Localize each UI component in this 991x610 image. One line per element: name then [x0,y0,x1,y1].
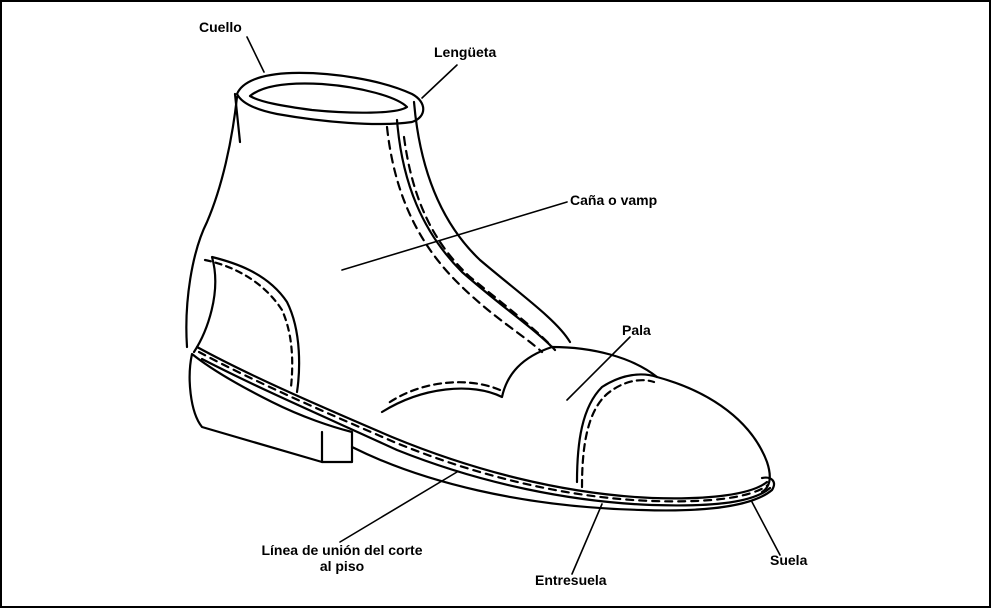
toe-cap [577,374,770,492]
leader-collar [247,37,264,72]
leader-midsole [572,504,602,574]
label-tongue: Lengüeta [434,44,496,60]
tongue-right-edge [414,102,570,342]
label-welt-line: Línea de unión del corte al piso [257,542,427,574]
vamp-throat [382,347,552,412]
label-outsole: Suela [770,552,807,568]
toe-cap-seam [582,380,654,487]
collar-inner [250,84,407,113]
label-collar: Cuello [199,19,242,35]
label-quarter: Caña o vamp [570,192,657,208]
midsole-lower-line [202,359,770,505]
leader-tongue [422,65,457,98]
leader-outsole [752,502,780,555]
leader-welt [340,472,457,542]
midsole-upper-line [197,347,767,498]
label-vamp: Pala [622,322,651,338]
leader-quarter [342,202,567,270]
label-midsole: Entresuela [535,572,607,588]
